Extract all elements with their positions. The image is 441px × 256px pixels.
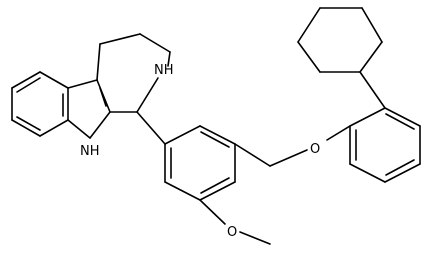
c1-aryl-bond <box>136 111 166 145</box>
methoxy-group <box>199 199 271 245</box>
atom-label-methoxy-oxygen: O <box>227 225 237 240</box>
atom-label-nh-piperidine: NH <box>154 63 174 78</box>
cyclohexyl-ring <box>297 7 386 109</box>
indole-benzene-ring <box>11 71 69 137</box>
atom-label-nh-indole: NH <box>80 144 100 159</box>
central-benzene-ring <box>164 125 236 201</box>
atom-label-ether-oxygen: O <box>310 142 320 157</box>
pyrrole-ring <box>67 79 111 139</box>
benzyl-ether-linker <box>234 125 351 167</box>
tetrahydropyridine-ring <box>96 33 171 113</box>
phenoxy-benzene-ring <box>349 107 421 183</box>
